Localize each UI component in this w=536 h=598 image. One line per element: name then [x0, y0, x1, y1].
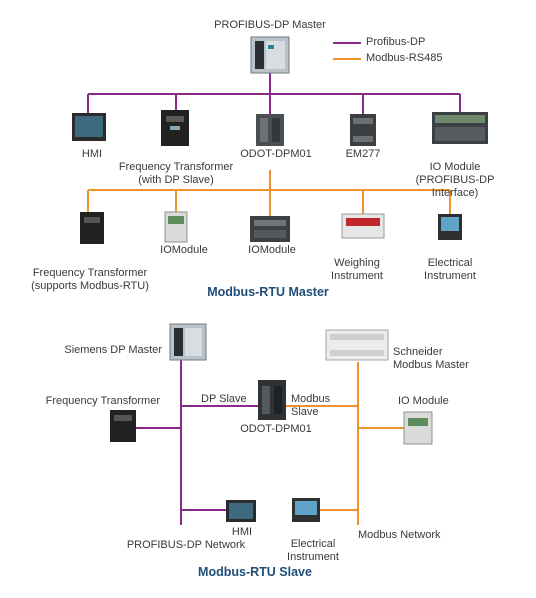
frequency-transformer-modbus-text: Frequency Transformer (supports Modbus-R…	[31, 267, 149, 292]
modbus-bus-top	[87, 170, 451, 216]
io-module-1-label: IOModule	[160, 244, 208, 256]
modbus-slave-text: Modbus Slave	[291, 393, 331, 418]
schneider-modbus-master-icon	[325, 329, 389, 361]
schneider-master-label: Schneider Modbus Master	[393, 333, 469, 372]
modbus-bus-bottom	[285, 362, 404, 525]
profibus-network-label: PROFIBUS-DP Network	[126, 539, 246, 551]
profibus-bus-top	[87, 72, 461, 114]
frequency-transformer-dp-text: Frequency Transformer (with DP Slave)	[118, 161, 234, 186]
legend-profibus-line	[333, 42, 361, 44]
io-module-bottom-label: IO Module	[398, 395, 449, 407]
io-module-profibus-icon	[432, 112, 488, 144]
io-module-2-label: IOModule	[248, 244, 296, 256]
odot-dpm01-bottom-icon	[258, 380, 286, 420]
profibus-bus-bottom	[136, 360, 258, 525]
frequency-transformer-modbus-label: Frequency Transformer (supports Modbus-R…	[31, 254, 149, 293]
weighing-instrument-icon	[341, 213, 385, 239]
modbus-slave-label: Modbus Slave	[291, 380, 330, 419]
dp-slave-label: DP Slave	[201, 393, 247, 405]
siemens-dp-master-icon	[169, 323, 207, 361]
frequency-transformer-modbus-icon	[80, 212, 104, 244]
io-module-2-icon	[250, 216, 290, 242]
legend-modbus-line	[333, 58, 361, 60]
frequency-transformer-dp-label: Frequency Transformer (with DP Slave)	[119, 148, 233, 187]
weighing-instrument-text: Weighing Instrument	[331, 257, 383, 282]
odot-dpm01-top-icon	[256, 114, 284, 146]
legend-modbus-label: Modbus-RS485	[366, 52, 443, 64]
electrical-instrument-bottom-label: Electrical Instrument	[287, 525, 339, 564]
profibus-master-label: PROFIBUS-DP Master	[214, 19, 326, 31]
modbus-rtu-master-caption: Modbus-RTU Master	[207, 285, 329, 299]
hmi-label: HMI	[81, 148, 103, 160]
legend-profibus-label: Profibus-DP	[366, 36, 426, 48]
frequency-transformer-dp-icon	[161, 110, 189, 146]
odot-dpm01-top-label: ODOT-DPM01	[240, 148, 312, 160]
em277-label: EM277	[345, 148, 381, 160]
frequency-transformer-bottom-label: Frequency Transformer	[45, 395, 160, 407]
hmi-bottom-label: HMI	[231, 526, 253, 538]
weighing-instrument-label: Weighing Instrument	[331, 244, 383, 283]
hmi-icon	[72, 113, 106, 141]
schneider-master-text: Schneider Modbus Master	[393, 346, 469, 371]
modbus-network-label: Modbus Network	[358, 529, 441, 541]
odot-dpm01-bottom-label: ODOT-DPM01	[240, 423, 312, 435]
em277-icon	[350, 114, 376, 146]
io-module-profibus-label: IO Module (PROFIBUS-DP Interface)	[415, 148, 496, 200]
io-module-bottom-icon	[403, 411, 433, 445]
electrical-instrument-text: Electrical Instrument	[424, 257, 476, 282]
electrical-instrument-bottom-icon	[292, 498, 320, 522]
profibus-master-plc-icon	[250, 36, 290, 74]
electrical-instrument-bottom-text: Electrical Instrument	[287, 538, 339, 563]
io-module-1-icon	[164, 211, 188, 243]
siemens-dp-master-label: Siemens DP Master	[64, 344, 162, 356]
electrical-instrument-icon	[438, 214, 462, 240]
hmi-bottom-icon	[226, 500, 256, 522]
electrical-instrument-label: Electrical Instrument	[424, 244, 476, 283]
frequency-transformer-bottom-icon	[110, 410, 136, 442]
modbus-rtu-slave-caption: Modbus-RTU Slave	[198, 565, 312, 579]
io-module-profibus-text: IO Module (PROFIBUS-DP Interface)	[415, 161, 495, 199]
